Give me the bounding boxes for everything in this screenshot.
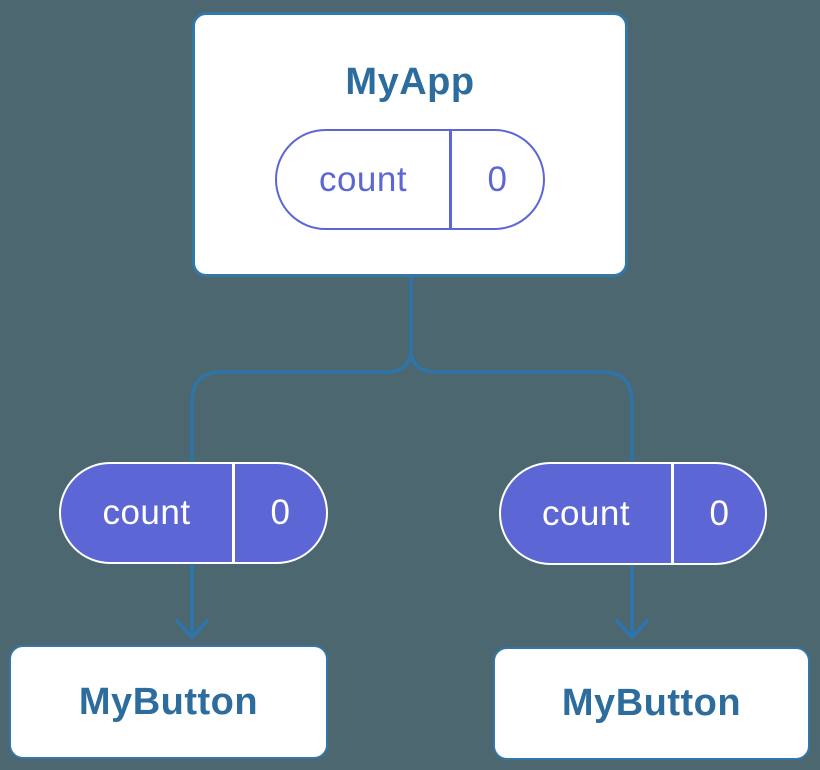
state-pill-value: 0 bbox=[487, 159, 508, 199]
node-myapp-title: MyApp bbox=[345, 61, 475, 103]
right-branch-line bbox=[409, 348, 634, 464]
left-arrow-down-icon bbox=[175, 564, 209, 639]
prop-pill-right: count 0 bbox=[499, 462, 767, 565]
prop-pill-right-value: 0 bbox=[709, 493, 730, 533]
prop-pill-left-name: count bbox=[102, 493, 191, 532]
node-mybutton-right-title: MyButton bbox=[561, 682, 742, 724]
state-pill-divider bbox=[449, 131, 452, 228]
state-pill-name: count bbox=[318, 159, 408, 199]
prop-pill-left-value: 0 bbox=[270, 493, 291, 532]
prop-pill-right-name: count bbox=[541, 493, 631, 533]
node-mybutton-left: MyButton bbox=[9, 645, 328, 759]
state-pill: count 0 bbox=[275, 129, 545, 230]
left-branch-line bbox=[190, 348, 413, 464]
prop-pill-left: count 0 bbox=[59, 462, 328, 564]
prop-pill-right-divider bbox=[671, 464, 674, 563]
right-arrow-down-icon bbox=[615, 564, 649, 639]
node-mybutton-left-title: MyButton bbox=[78, 680, 259, 723]
prop-pill-left-divider bbox=[232, 464, 235, 562]
node-mybutton-right: MyButton bbox=[493, 647, 810, 760]
